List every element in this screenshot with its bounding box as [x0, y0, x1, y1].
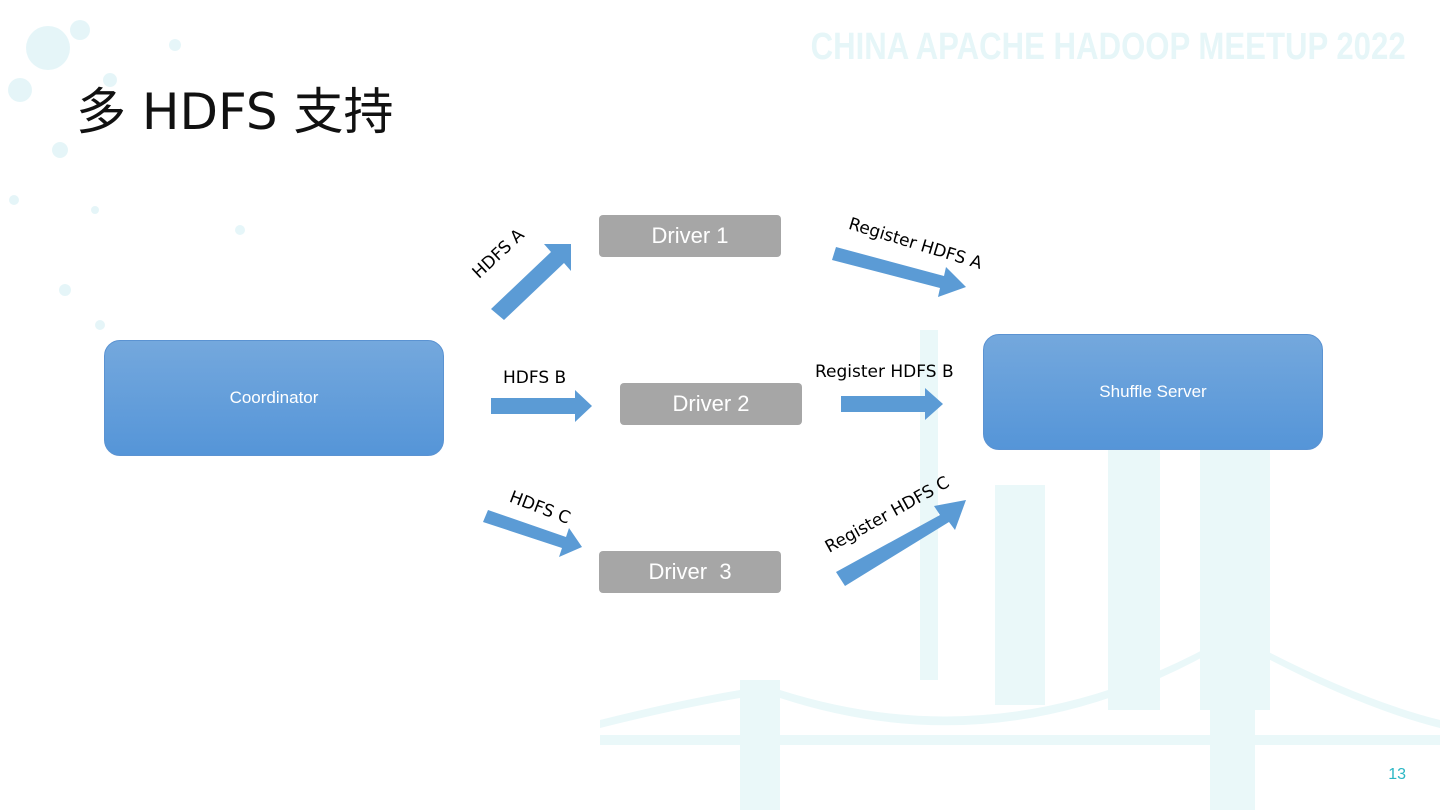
arrow-register-hdfs-b — [841, 388, 943, 420]
shuffle-server-box: Shuffle Server — [983, 334, 1323, 450]
page-title: 多 HDFS 支持 — [76, 83, 394, 141]
driver-2-label: Driver 2 — [672, 391, 750, 416]
coordinator-box: Coordinator — [104, 340, 444, 456]
arrow-register-hdfs-c — [836, 500, 966, 586]
driver-3-box: Driver 3 — [599, 551, 781, 593]
shuffle-server-label: Shuffle Server — [1099, 382, 1207, 401]
arrow-hdfs-c — [483, 510, 582, 557]
arrow-register-hdfs-a — [832, 247, 966, 297]
hdfs-b-label: HDFS B — [503, 368, 567, 388]
event-watermark: CHINA APACHE HADOOP MEETUP 2022 — [810, 26, 1406, 68]
coordinator-label: Coordinator — [229, 388, 319, 407]
driver-2-box: Driver 2 — [620, 383, 802, 425]
arrow-hdfs-a — [491, 244, 571, 320]
driver-3-label: Driver 3 — [648, 559, 732, 584]
driver-1-box: Driver 1 — [599, 215, 781, 257]
page-number: 13 — [1388, 766, 1406, 783]
driver-1-label: Driver 1 — [651, 223, 729, 248]
register-hdfs-b-label: Register HDFS B — [815, 362, 954, 382]
arrow-hdfs-b — [491, 390, 592, 422]
